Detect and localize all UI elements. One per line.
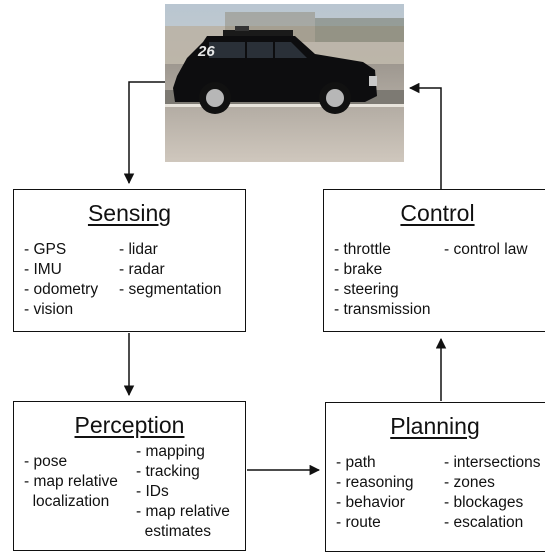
- sensing-list-right: - lidar - radar - segmentation: [119, 240, 222, 300]
- sensing-box: Sensing - GPS - IMU - odometry - vision …: [13, 189, 246, 332]
- list-item: - transmission: [334, 301, 431, 318]
- list-item: - map relative: [24, 473, 118, 490]
- list-item: - reasoning: [336, 474, 414, 491]
- list-item: - segmentation: [119, 281, 222, 298]
- list-item: - map relative: [136, 503, 230, 520]
- planning-box: Planning - path - reasoning - behavior -…: [325, 402, 545, 552]
- list-item: - tracking: [136, 463, 200, 480]
- car-number: 26: [197, 43, 215, 60]
- vehicle-image: 26: [165, 4, 404, 162]
- arrow-photo-to-sensing: [123, 81, 165, 185]
- list-item: - control law: [444, 241, 528, 258]
- vehicle-photo: 26: [165, 4, 404, 162]
- list-item: - IMU: [24, 261, 62, 278]
- list-item: - odometry: [24, 281, 99, 298]
- list-item: - route: [336, 514, 381, 531]
- list-item: - zones: [444, 474, 495, 491]
- planning-list-right: - intersections - zones - blockages - es…: [444, 453, 540, 533]
- list-item: - steering: [334, 281, 399, 298]
- list-item: - radar: [119, 261, 165, 278]
- perception-list-left: - pose - map relative localization: [24, 452, 118, 512]
- list-item: - brake: [334, 261, 383, 278]
- list-item: - pose: [24, 453, 68, 470]
- list-item: - escalation: [444, 514, 524, 531]
- list-item: - throttle: [334, 241, 391, 258]
- perception-box: Perception - pose - map relative localiz…: [13, 401, 246, 551]
- control-title: Control: [400, 200, 475, 226]
- list-item: - mapping: [136, 443, 205, 460]
- planning-title: Planning: [390, 413, 480, 439]
- list-item: - IDs: [136, 483, 169, 500]
- list-item: - GPS: [24, 241, 67, 258]
- list-item: - intersections: [444, 454, 541, 471]
- control-list-left: - throttle - brake - steering - transmis…: [334, 240, 430, 320]
- arrow-control-to-photo: [408, 82, 442, 189]
- list-item: - behavior: [336, 494, 405, 511]
- list-item: estimates: [136, 523, 211, 540]
- control-box: Control - throttle - brake - steering - …: [323, 189, 545, 332]
- list-item: - vision: [24, 301, 74, 318]
- control-list-right: - control law: [444, 240, 528, 260]
- list-item: - lidar: [119, 241, 158, 258]
- perception-list-right: - mapping - tracking - IDs - map relativ…: [136, 442, 230, 542]
- planning-list-left: - path - reasoning - behavior - route: [336, 453, 414, 533]
- perception-title: Perception: [74, 412, 185, 438]
- list-item: - path: [336, 454, 376, 471]
- sensing-list-left: - GPS - IMU - odometry - vision: [24, 240, 98, 320]
- sensing-title: Sensing: [87, 200, 172, 226]
- list-item: localization: [24, 493, 110, 510]
- list-item: - blockages: [444, 494, 524, 511]
